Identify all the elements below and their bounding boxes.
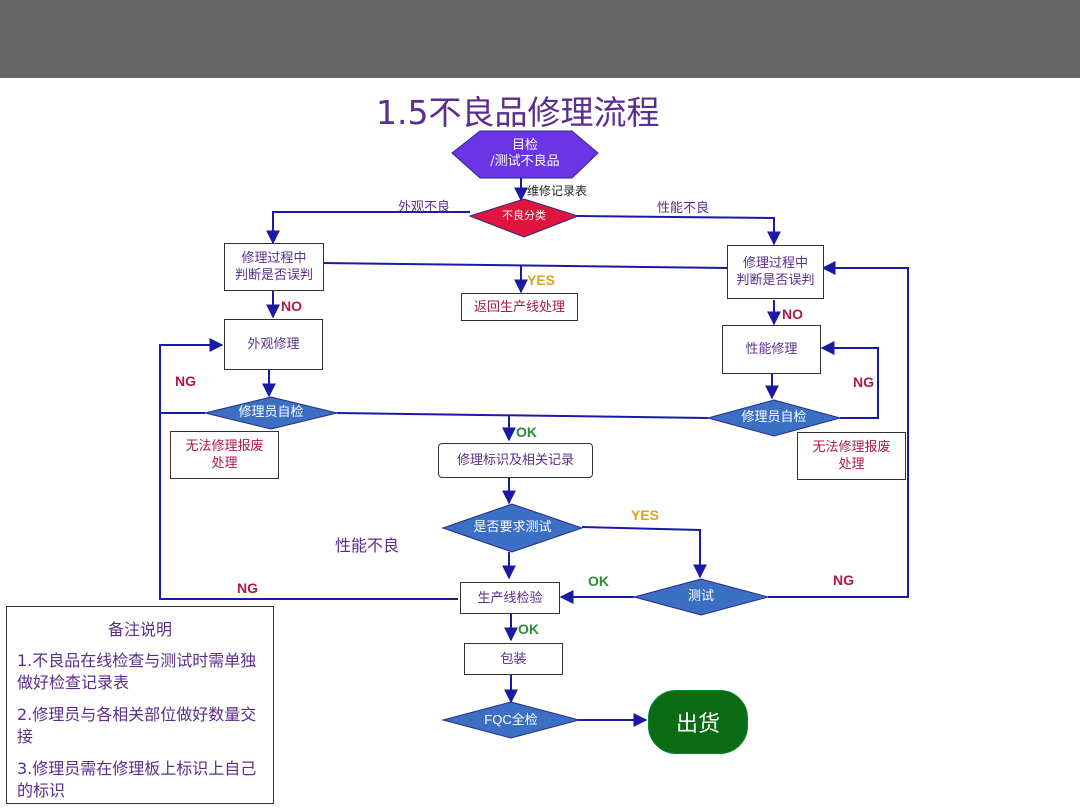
judge-left-line1: 修理过程中 [241,251,307,266]
notes-item-2: 2.修理员与各相关部位做好数量交接 [17,705,257,746]
arrow-classify-to-right-judge [575,215,781,246]
ok-test-label: OK [588,573,609,589]
scrap-right-line1: 无法修理报废 [812,440,891,455]
scrap-left-line1: 无法修理报废 [185,439,264,454]
arrow-yes-to-test [581,526,707,579]
judge-right-line1: 修理过程中 [742,256,808,271]
performance-repair-box: 性能修理 [722,325,821,374]
ng-line-label: NG [237,580,258,596]
ng-right-label: NG [853,374,874,390]
return-line-box: 返回生产线处理 [461,293,578,321]
start-line2: /测试不良品 [490,154,560,169]
judge-left-box: 修理过程中判断是否误判 [224,243,324,291]
test-label: 测试 [687,589,714,604]
ok-pack-label: OK [518,621,539,637]
start-line1: 目检 [511,138,538,153]
arrow-left-ng-loop [159,338,224,414]
arrow-right-ng-loop [820,341,879,419]
page-title: 1.5不良品修理流程 [376,93,660,132]
yes-return-label: YES [527,272,556,288]
scrap-right-line2: 处理 [838,457,865,472]
no-right-label: NO [782,306,803,322]
ship-terminal: 出货 [648,690,748,754]
notes-title: 备注说明 [107,620,172,639]
repair-record-label: 维修记录表 [527,184,588,198]
notes-panel: 备注说明 1.不良品在线检查与测试时需单独做好检查记录表 2.修理员与各相关部位… [6,606,274,804]
notes-item-1: 1.不良品在线检查与测试时需单独做好检查记录表 [17,651,257,692]
scrap-left-box: 无法修理报废处理 [170,431,279,479]
classify-diamond [468,198,580,238]
judge-left-line2: 判断是否误判 [234,268,313,283]
test-required-diamond [441,503,584,553]
yes-test-label: YES [631,507,660,523]
appearance-bad-label: 外观不良 [398,200,451,215]
scrap-right-box: 无法修理报废处理 [797,432,906,480]
self-check-left-diamond [204,396,338,430]
ng-left-label: NG [175,373,196,389]
judge-right-box: 修理过程中判断是否误判 [727,245,824,299]
test-required-label: 是否要求测试 [473,520,552,535]
ng-test-label: NG [833,572,854,588]
performance-bad-top-label: 性能不良 [657,201,710,216]
judge-right-line2: 判断是否误判 [736,273,815,288]
ok-mark-label: OK [516,424,537,440]
self-check-left-label: 修理员自检 [238,405,304,420]
self-check-right-diamond [706,399,842,437]
line-inspection-box: 生产线检验 [460,582,560,614]
start-node: 目检/测试不良品 [452,134,598,174]
line-selfchecks-connector [336,412,709,419]
scrap-left-line2: 处理 [211,456,238,471]
classify-label: 不良分类 [502,209,546,222]
top-banner [0,0,1080,78]
no-left-label: NO [281,298,302,314]
line-inspection-ng [159,413,458,600]
fqc-label: FQC全检 [484,712,538,727]
fqc-diamond [441,701,581,739]
self-check-right-label: 修理员自检 [741,410,807,425]
arrow-test-ng-loop [768,261,909,598]
mark-record-box: 修理标识及相关记录 [438,443,593,478]
arrow-classify-to-left-judge [266,211,470,245]
line-judges-connector [322,262,728,269]
notes-item-3: 3.修理员需在修理板上标识上自己的标识 [17,759,257,800]
start-hexagon [451,130,599,179]
test-diamond [632,578,770,616]
packing-box: 包装 [464,643,563,675]
appearance-repair-box: 外观修理 [224,319,323,370]
performance-bad-mid-label: 性能不良 [335,536,400,555]
